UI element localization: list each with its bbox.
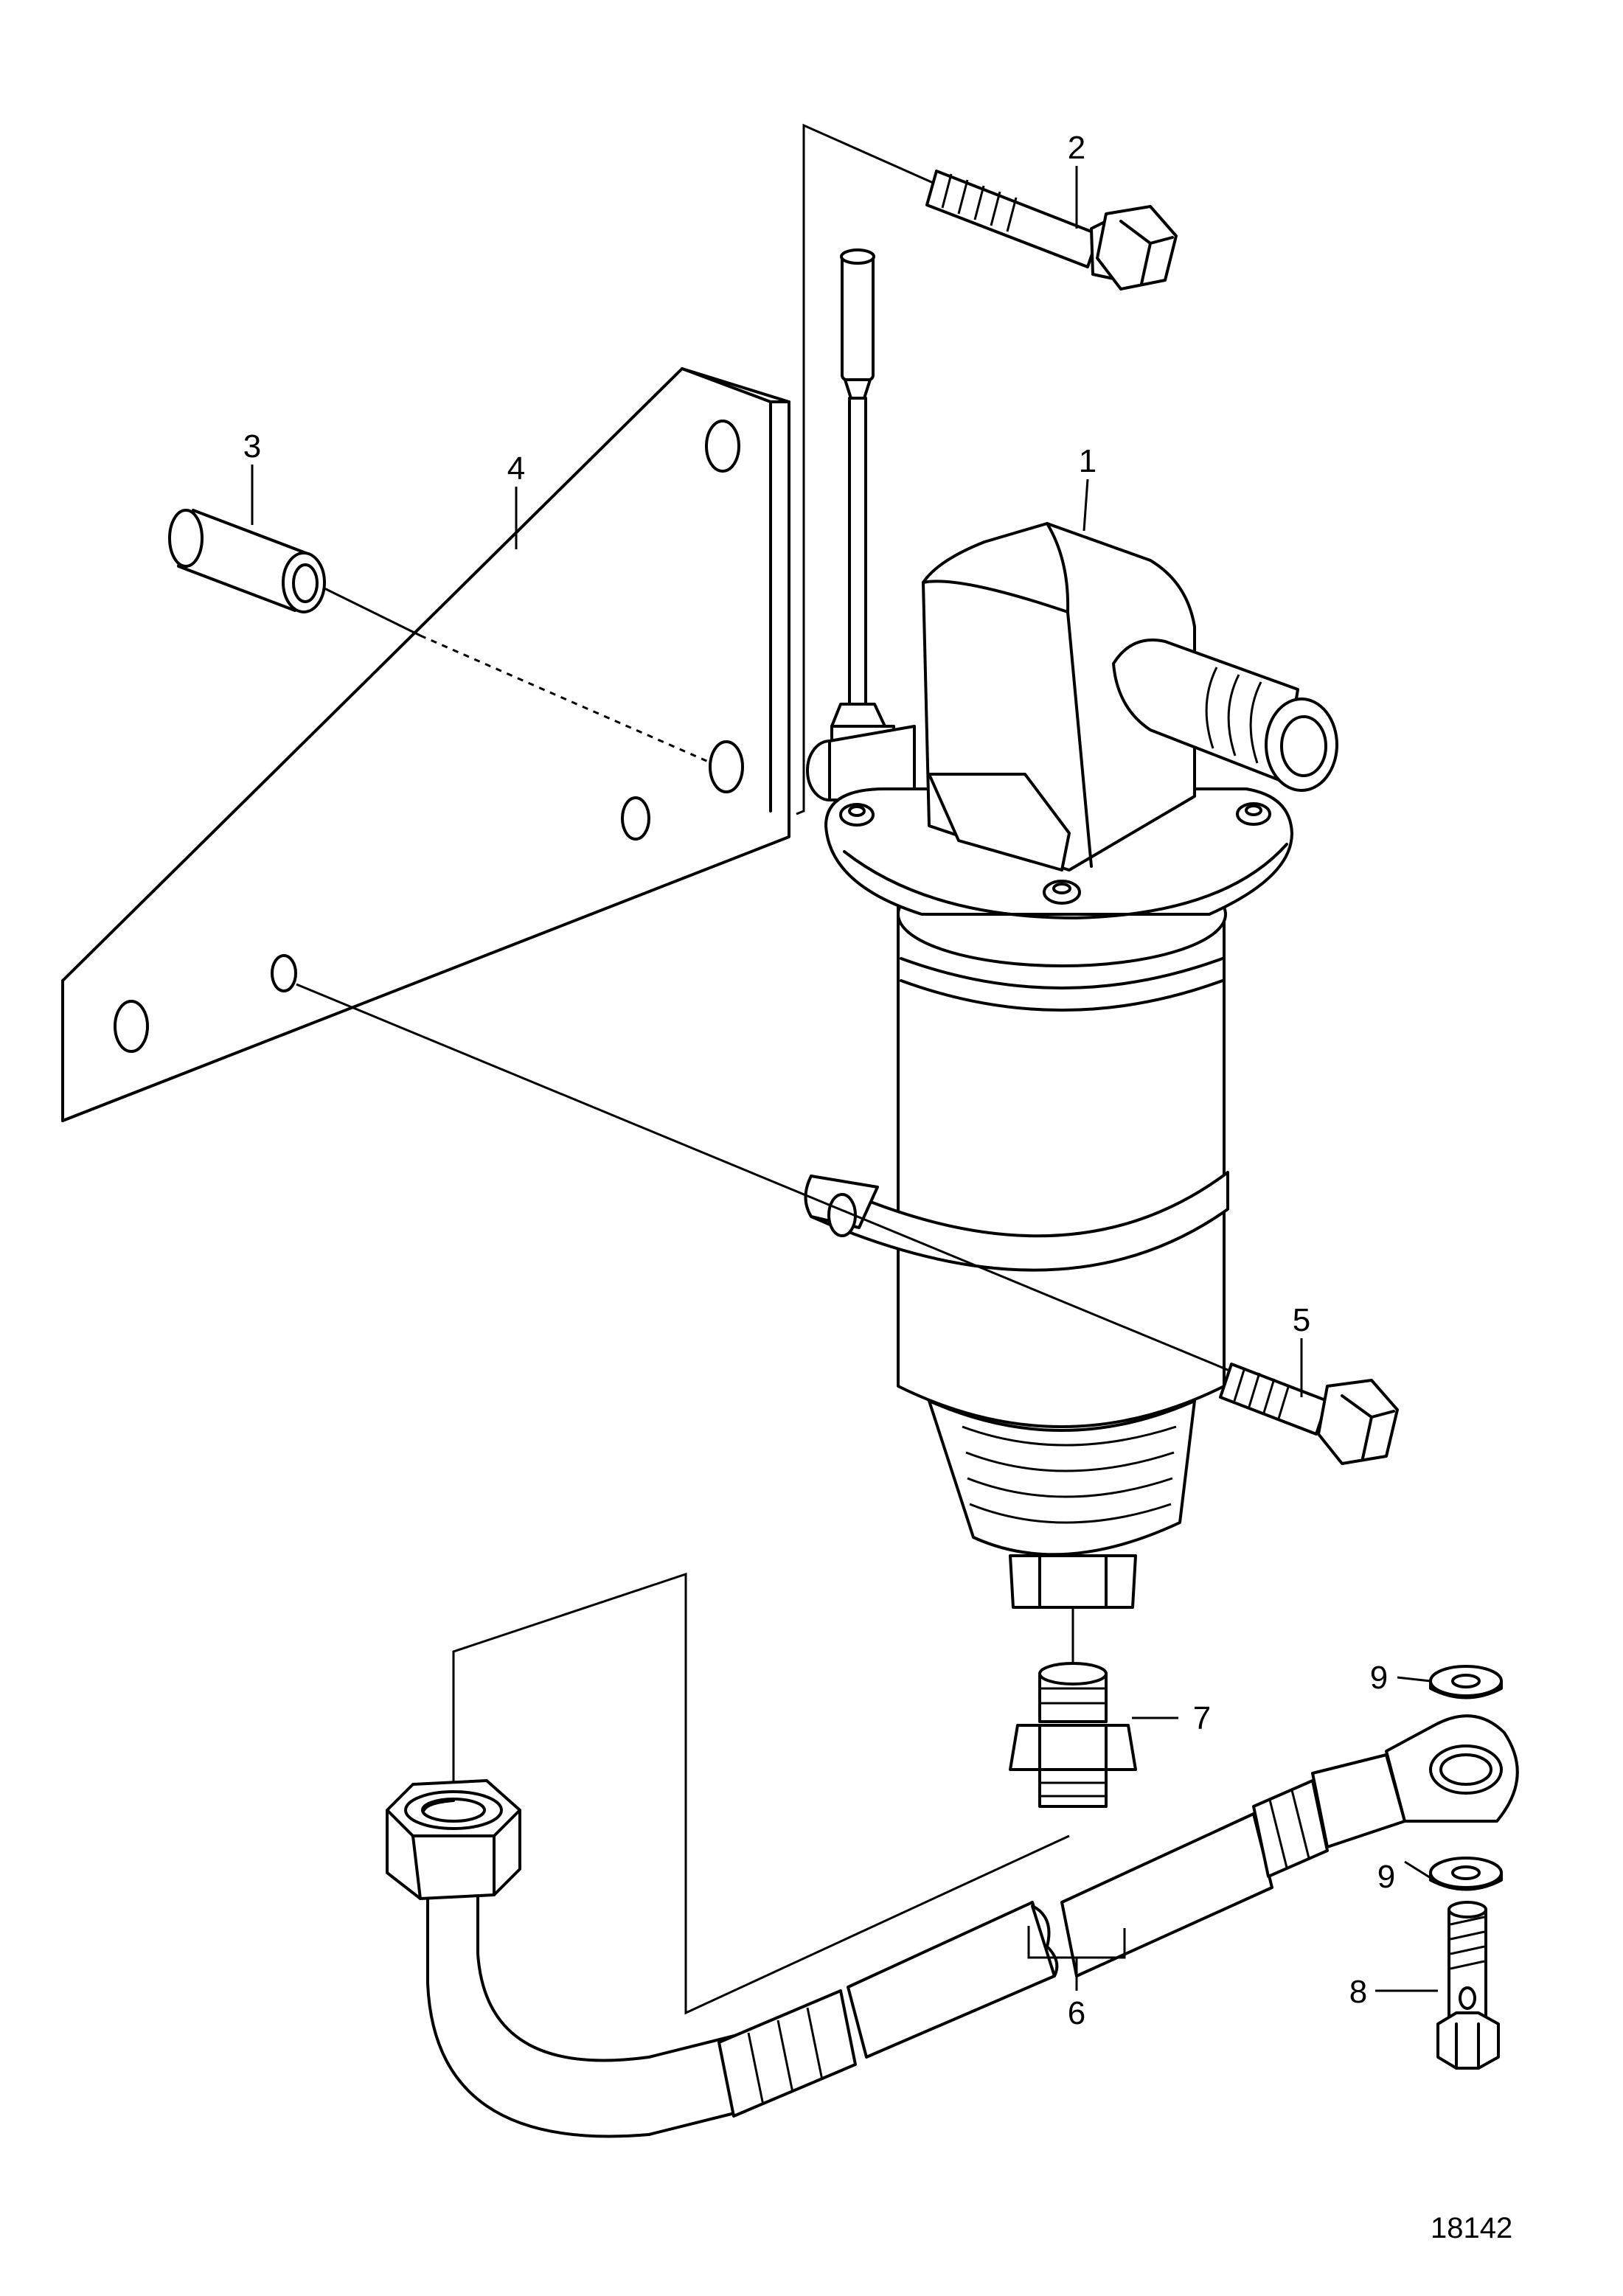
copper-washer-lower [1429,1857,1503,1891]
callout-9-lower: 9 [1377,1859,1435,1895]
callout-4: 4 [507,450,525,549]
callout-9-upper: 9 [1370,1660,1431,1696]
callout-3: 3 [243,428,261,525]
upper-flange-bolt [925,170,1178,291]
callout-2: 2 [1068,130,1085,229]
spacer-sleeve [168,509,712,765]
svg-text:4: 4 [507,450,525,487]
callout-6: 6 [1068,1958,1085,2031]
callout-8: 8 [1349,1974,1438,2010]
svg-text:8: 8 [1349,1974,1367,2010]
callout-5: 5 [1293,1302,1310,1397]
banjo-bolt [1436,1901,1500,2070]
svg-text:5: 5 [1293,1302,1310,1338]
union-adapter [1009,1662,1137,1808]
lower-flange-bolt [296,983,1399,1465]
svg-text:3: 3 [243,428,261,465]
callout-1: 1 [1079,443,1097,532]
svg-text:9: 9 [1370,1660,1388,1696]
fuel-hose [426,1714,1519,2138]
assembly-frame-upper [796,123,937,815]
hose-nut [386,1779,521,1900]
svg-text:1: 1 [1079,443,1097,479]
fuel-filter-assembly [804,248,1338,1666]
assembly-frame-lower [452,1572,1070,2015]
figure-number: 18142 [1431,2212,1512,2244]
svg-text:6: 6 [1068,1995,1085,2031]
callout-7: 7 [1132,1700,1211,1736]
mounting-bracket [61,367,790,1122]
svg-text:2: 2 [1068,130,1085,166]
copper-washer-upper [1429,1665,1503,1700]
svg-text:9: 9 [1377,1859,1395,1895]
svg-text:7: 7 [1193,1700,1211,1736]
